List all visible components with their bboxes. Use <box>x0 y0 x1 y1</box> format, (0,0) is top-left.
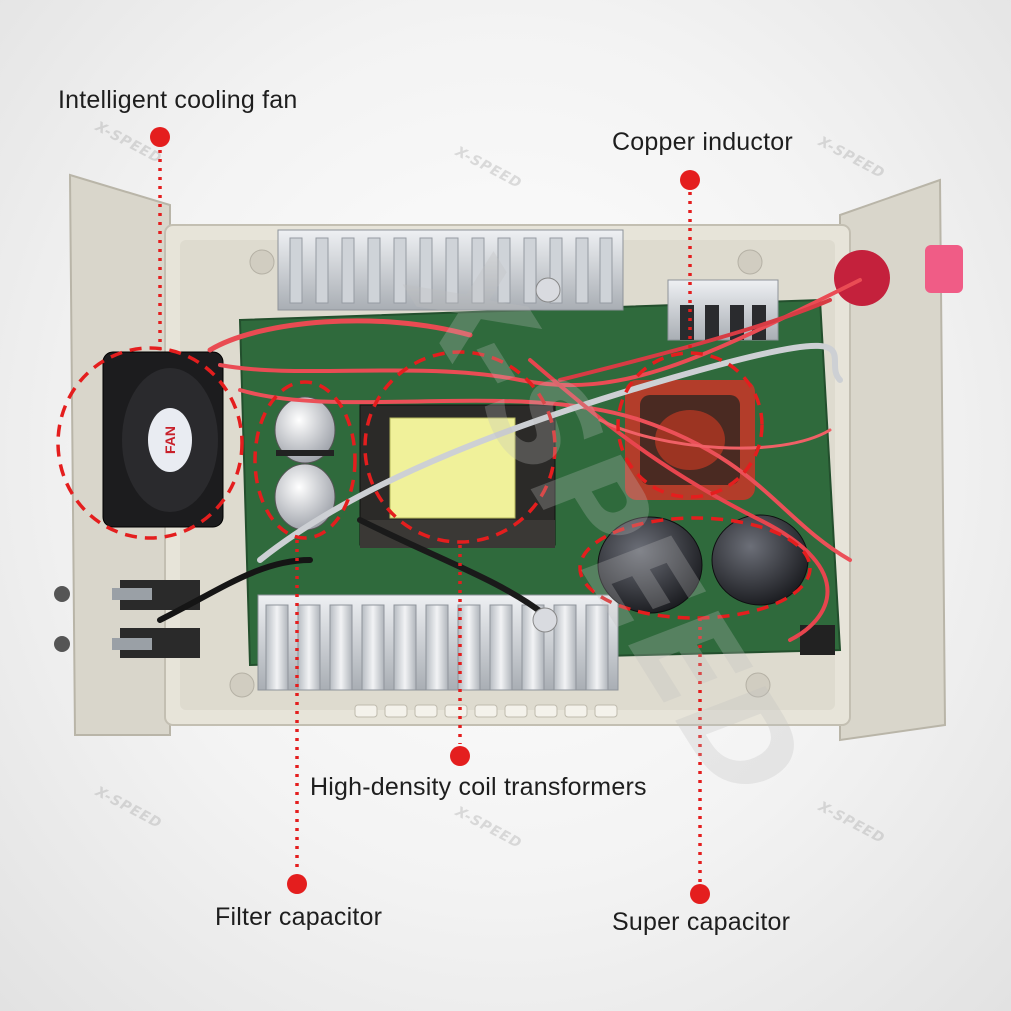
cooling-fan: FAN <box>102 351 224 528</box>
small-heatsink <box>667 279 779 341</box>
super-capacitors <box>597 514 809 614</box>
copper-inductor-label: Copper inductor <box>612 128 793 156</box>
filter-capacitors <box>274 396 336 531</box>
right-terminal <box>800 245 963 655</box>
fan-marker-dot <box>150 127 170 147</box>
filter-capacitor-label: Filter capacitor <box>215 903 383 931</box>
bottom-heatsink <box>257 594 619 691</box>
super-capacitor-marker-dot <box>690 884 710 904</box>
top-heatsink <box>277 229 624 311</box>
filter-capacitor-highlight <box>253 380 357 540</box>
super-capacitor-highlight <box>578 516 812 620</box>
fan-label: FAN <box>162 426 178 454</box>
fan-highlight <box>56 346 244 540</box>
cooling-fan-label: Intelligent cooling fan <box>58 86 298 114</box>
super-capacitor-label: Super capacitor <box>612 908 791 936</box>
wires <box>157 277 862 642</box>
transformer-marker-dot <box>450 746 470 766</box>
inductor-highlight <box>616 351 764 499</box>
filter-capacitor-marker-dot <box>287 874 307 894</box>
inductor-marker-dot <box>680 170 700 190</box>
coil-transformers-label: High-density coil transformers <box>310 773 647 801</box>
transformer-highlight <box>363 350 557 544</box>
